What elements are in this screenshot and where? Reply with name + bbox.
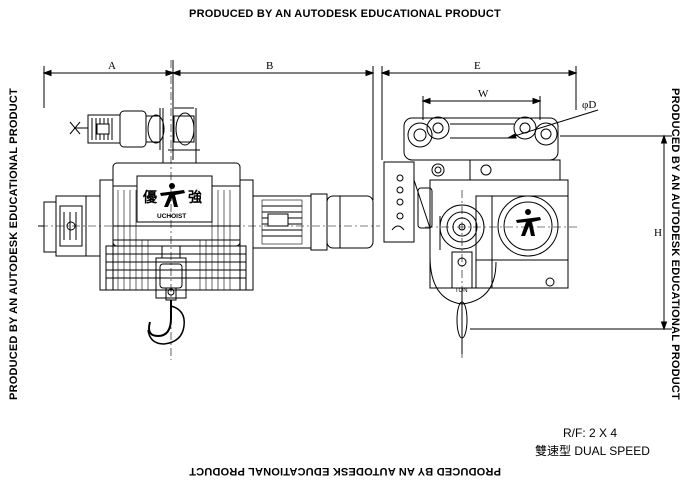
dimension-h-label: H (654, 227, 662, 239)
logo-brand: UCHOIST (157, 213, 186, 220)
dimension-a-label: A (108, 60, 116, 72)
logo-figure-icon (160, 183, 185, 207)
watermark-top: PRODUCED BY AN AUTODESK EDUCATIONAL PROD… (189, 8, 501, 20)
side-plate (383, 161, 433, 243)
dimension-a-b: A B (42, 60, 375, 200)
dimension-d-label: φD (582, 99, 596, 111)
dimension-b-label: B (266, 60, 273, 72)
side-body (429, 179, 569, 289)
side-view: E W φD (380, 60, 672, 360)
trolley-motor (69, 108, 165, 150)
spec-block: R/F: 2 X 4 雙速型 DUAL SPEED (535, 424, 685, 460)
logo-char-right: 強 (188, 189, 202, 205)
hoist-housing: 優 強 UCHOIST (85, 162, 254, 291)
side-centerlines (425, 190, 580, 360)
side-logo-icon (516, 209, 541, 236)
logo-char-left: 優 (142, 189, 158, 205)
hoist-motor (252, 193, 374, 251)
trolley-wheels (162, 107, 200, 163)
front-view: A B (38, 60, 380, 360)
side-trolley (403, 116, 561, 181)
side-plate-label: TON (455, 288, 468, 294)
dimension-e: E (380, 60, 578, 160)
dimension-d: φD (506, 99, 599, 139)
speed-type: 雙速型 DUAL SPEED (535, 444, 650, 458)
dimension-w: W (421, 88, 542, 120)
front-centerlines (40, 60, 380, 360)
hook-block (147, 246, 187, 345)
dimension-w-label: W (478, 88, 489, 100)
dimension-e-label: E (474, 60, 481, 72)
dimension-h: H (470, 134, 672, 331)
rf-ratio: R/F: 2 X 4 (563, 426, 618, 440)
